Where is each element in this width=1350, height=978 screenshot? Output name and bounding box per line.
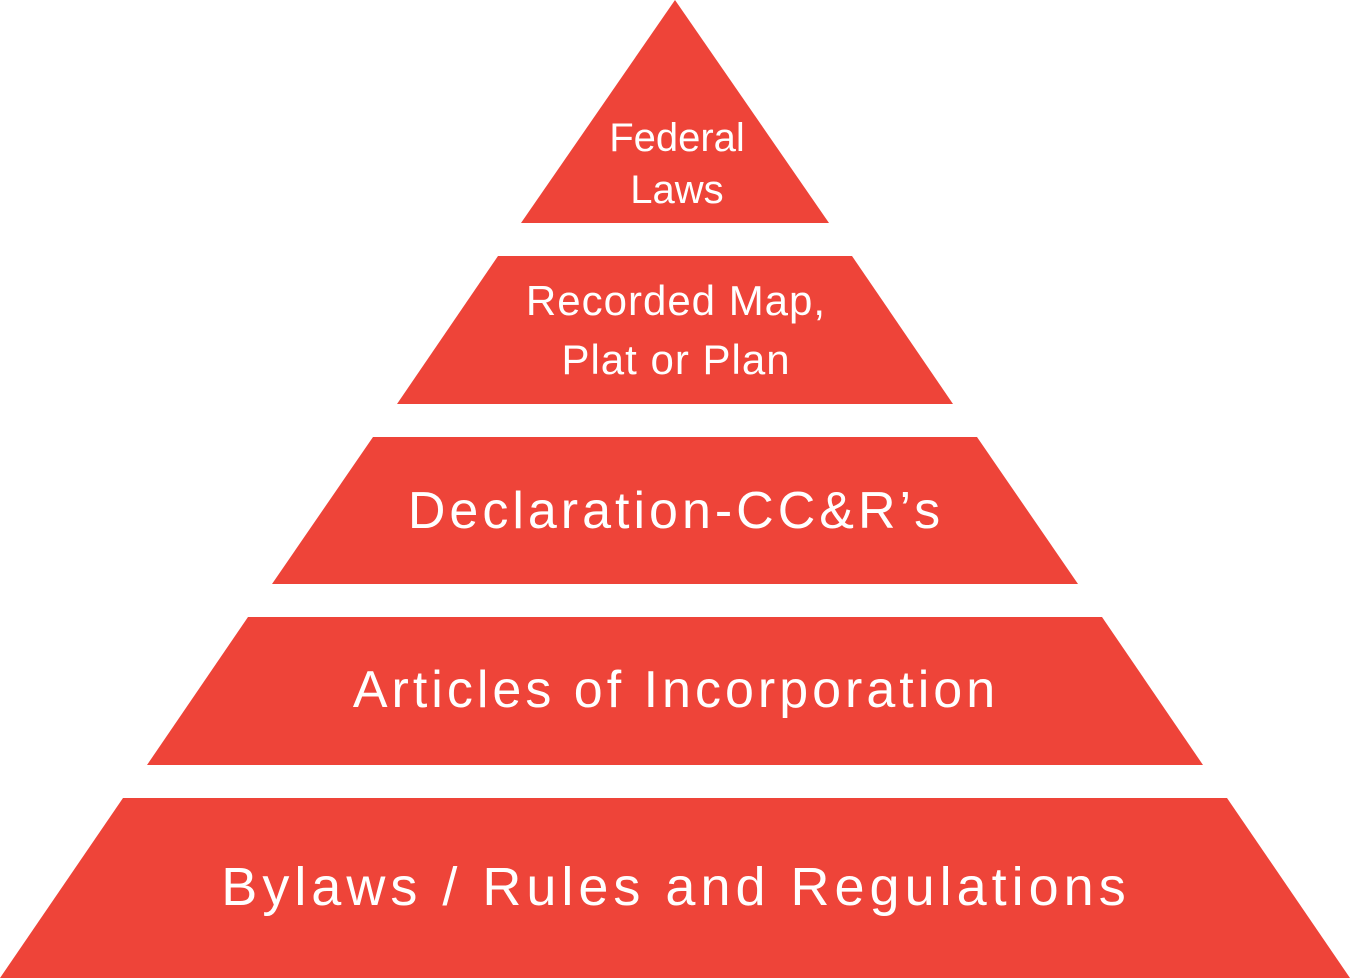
tier-shape xyxy=(521,0,829,223)
tier-label-line: Recorded Map, xyxy=(526,277,826,324)
tier-label-line: Declaration-CC&R’s xyxy=(408,482,944,540)
tier-shape xyxy=(0,798,1350,978)
tier-shape xyxy=(272,437,1078,584)
pyramid-tier-recorded-map: Recorded Map, Plat or Plan xyxy=(397,256,953,404)
tier-label-line: Laws xyxy=(630,168,723,212)
tier-label-line: Articles of Incorporation xyxy=(353,661,999,719)
pyramid-tier-declaration: Declaration-CC&R’s xyxy=(272,437,1078,584)
tier-label-line: Bylaws / Rules and Regulations xyxy=(221,857,1130,917)
pyramid-tier-articles: Articles of Incorporation xyxy=(147,617,1203,765)
pyramid-tier-bylaws: Bylaws / Rules and Regulations xyxy=(0,798,1350,978)
tier-label-line: Plat or Plan xyxy=(561,336,790,383)
tier-label-line: Federal xyxy=(609,116,745,160)
pyramid-tier-federal-laws: Federal Laws xyxy=(521,0,829,223)
tier-shape xyxy=(397,256,953,404)
tier-shape xyxy=(147,617,1203,765)
